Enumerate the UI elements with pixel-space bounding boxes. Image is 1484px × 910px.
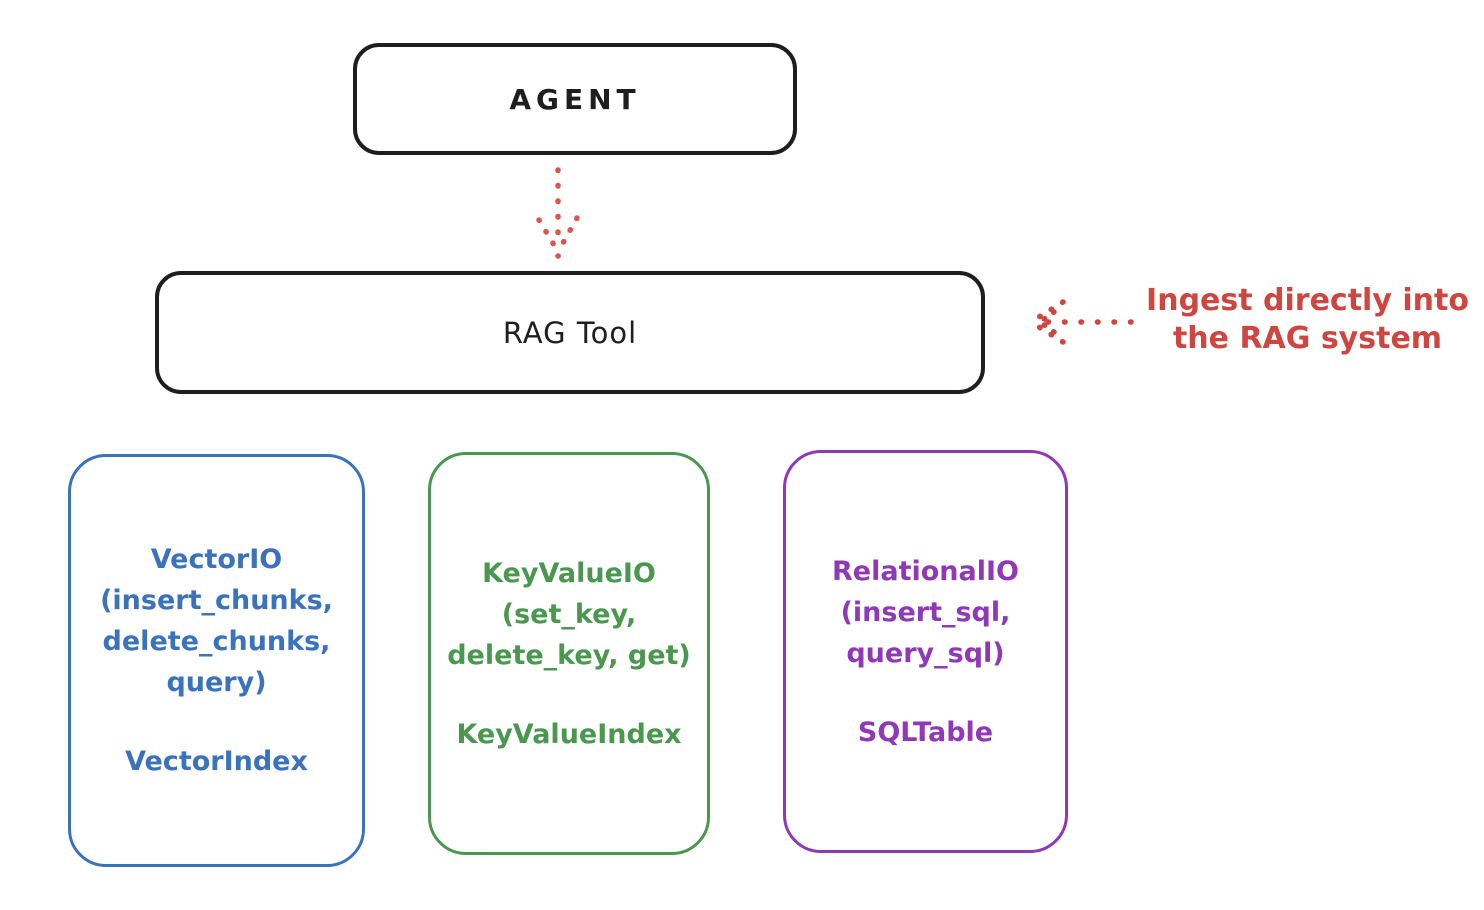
store-line: (insert_sql, xyxy=(840,596,1011,628)
vector-io-methods: VectorIO (insert_chunks, delete_chunks, … xyxy=(100,539,333,703)
ingest-annotation-line2: the RAG system xyxy=(1172,321,1443,356)
store-line: (insert_chunks, xyxy=(100,585,333,616)
store-line: query_sql) xyxy=(846,637,1005,669)
key-value-io-node: KeyValueIO (set_key, delete_key, get) Ke… xyxy=(428,452,710,855)
sql-table-label: SQLTable xyxy=(857,716,994,748)
ingest-annotation: Ingest directly into the RAG system xyxy=(1135,282,1480,358)
relational-io-node: RelationalIO (insert_sql, query_sql) SQL… xyxy=(783,450,1068,853)
key-value-io-methods: KeyValueIO (set_key, delete_key, get) xyxy=(447,553,691,676)
ingest-arrow xyxy=(1028,299,1134,345)
store-line: delete_key, get) xyxy=(447,639,691,671)
key-value-index-label: KeyValueIndex xyxy=(456,718,682,750)
vector-index-label: VectorIndex xyxy=(125,746,308,777)
relational-io-methods: RelationalIO (insert_sql, query_sql) xyxy=(832,551,1019,674)
store-line: (set_key, xyxy=(501,598,637,630)
ingest-annotation-line1: Ingest directly into xyxy=(1146,283,1469,318)
store-line: delete_chunks, xyxy=(102,626,331,657)
store-line: VectorIO xyxy=(150,544,283,575)
agent-node: AGENT xyxy=(353,43,797,155)
agent-label: AGENT xyxy=(509,82,641,116)
agent-to-rag-arrow xyxy=(536,167,580,259)
store-line: query) xyxy=(166,667,267,698)
store-line: KeyValueIO xyxy=(482,557,656,589)
store-line: RelationalIO xyxy=(832,555,1019,587)
vector-io-node: VectorIO (insert_chunks, delete_chunks, … xyxy=(68,454,365,867)
rag-tool-label: RAG Tool xyxy=(502,315,638,350)
rag-tool-node: RAG Tool xyxy=(155,271,985,394)
